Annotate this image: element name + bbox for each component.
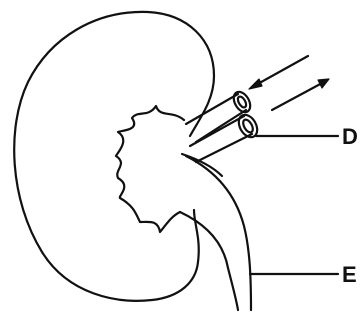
kidney-outline (14, 12, 214, 301)
inflow-arrow (249, 56, 308, 89)
renal-calyces (116, 106, 184, 232)
outflow-arrow (272, 79, 329, 110)
renal-vessel-upper-opening (230, 89, 253, 115)
label-e: E (342, 262, 357, 287)
label-d: D (342, 124, 358, 149)
ureter (180, 156, 251, 310)
renal-vessel-upper (186, 94, 246, 142)
